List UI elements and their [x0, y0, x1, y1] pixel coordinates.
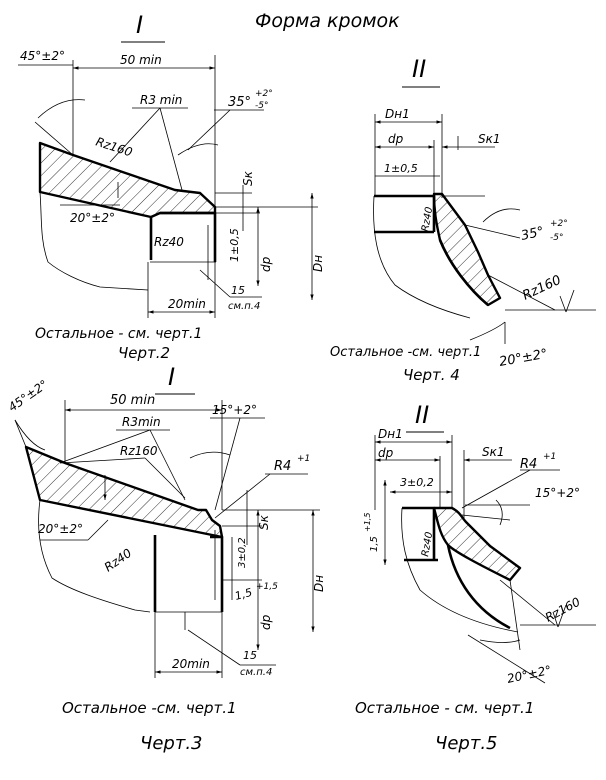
label-land-fig3: 3±0,2	[237, 537, 248, 568]
caption-fig5: Черт.5	[435, 733, 498, 754]
label-dh1-fig5: Dн1	[378, 427, 403, 441]
label-dp-fig2: dр	[259, 256, 273, 272]
label-land-fig2: 1±0,5	[228, 228, 241, 262]
label-r4-tol-fig5: +1	[543, 452, 556, 462]
label-angle-top-tol-dn-fig2: -5°	[255, 101, 268, 111]
section-mark-fig4: II	[412, 55, 426, 83]
label-roughness-land-fig4: Rz40	[420, 206, 435, 232]
label-step-fig3: 1,5	[233, 586, 253, 603]
label-dh1-fig4: Dн1	[385, 107, 410, 121]
label-radius-fig3: R3min	[122, 415, 161, 429]
label-dn-fig3: Dн	[312, 575, 326, 592]
figure-5: II Dн1 dр Sк1 3±0,2 R4 +1 15°+2° 1,5	[355, 401, 596, 754]
label-angle-tol-dn-fig4: -5°	[550, 233, 563, 243]
label-angle-low-fig3: 20°±2°	[38, 522, 83, 536]
label-dp-fig5: dр	[378, 446, 394, 460]
label-sk1-fig4: Sк1	[478, 132, 501, 146]
figure-2: I 45°±2° 50 min	[18, 11, 325, 362]
label-land-fig4: 1±0,5	[384, 162, 418, 175]
label-20min-fig2: 20min	[168, 297, 206, 311]
section-mark-fig5: II	[415, 401, 429, 429]
label-dp-fig4: dр	[388, 132, 404, 146]
label-dp-fig3: dр	[259, 614, 273, 630]
label-sk-fig3: Sк	[257, 514, 271, 530]
label-step-tol-fig3: +1,5	[256, 582, 278, 592]
label-roughness-fig5: Rz160	[543, 594, 583, 624]
weld-section-fig5	[432, 506, 522, 582]
label-roughness-fig4: Rz160	[520, 273, 563, 304]
label-roughness-land-fig5: Rz40	[420, 531, 435, 557]
label-ref-num-fig2: 15	[231, 284, 245, 297]
label-r4-tol-fig3: +1	[297, 454, 310, 464]
note-fig5: Остальное - см. черт.1	[355, 699, 534, 717]
label-roughness-land-fig3: Rz40	[102, 546, 135, 575]
label-ref-note-fig2: см.п.4	[228, 301, 260, 312]
caption-fig2: Черт.2	[118, 344, 170, 362]
label-angle-low-fig5: 20°±2°	[506, 663, 553, 686]
note-fig2: Остальное - см. черт.1	[35, 326, 202, 342]
figure-4: II Dн1 dр Sк1 1±0,5 Rz40 35° +2° -5° Rz1…	[330, 55, 596, 384]
section-mark-fig2: I	[136, 11, 143, 39]
note-fig4: Остальное -см. черт.1	[330, 345, 481, 360]
section-mark-fig3: I	[168, 363, 175, 391]
label-r4-fig5: R4	[520, 457, 537, 472]
figure-3: I 45°±2°	[6, 363, 326, 754]
label-step-fig5: 1,5	[369, 536, 380, 552]
label-r4-fig3: R4	[274, 459, 291, 474]
label-20min-fig3: 20min	[172, 657, 210, 671]
drawing-title: Форма кромок	[255, 10, 400, 32]
label-angle-top-tol-up-fig2: +2°	[255, 89, 273, 99]
label-ref-num-fig3: 15	[243, 649, 257, 662]
label-roughness-land-fig2: Rz40	[154, 235, 184, 249]
label-angle-top-fig2: 35°	[228, 95, 251, 110]
label-angle-top-fig3: 15°+2°	[212, 403, 257, 417]
label-angle-bevel-fig2: 45°±2°	[20, 49, 65, 63]
label-length-fig3: 50 min	[110, 393, 155, 408]
label-length-fig2: 50 min	[120, 53, 162, 67]
label-ref-note-fig3: см.п.4	[240, 667, 272, 678]
label-angle-tol-up-fig4: +2°	[550, 219, 568, 229]
label-angle-low-fig2: 20°±2°	[70, 211, 115, 225]
label-angle-fig4: 35°	[520, 224, 546, 243]
label-dn-fig2: Dн	[311, 255, 325, 272]
label-angle-bevel-fig3: 45°±2°	[6, 377, 51, 414]
weld-section-fig2	[38, 141, 217, 219]
caption-fig3: Черт.3	[140, 733, 203, 754]
label-land-fig5: 3±0,2	[400, 476, 434, 489]
note-fig3: Остальное -см. черт.1	[62, 699, 237, 717]
label-roughness-top-fig2: Rz160	[94, 135, 134, 160]
label-angle-fig5: 15°+2°	[535, 486, 580, 500]
caption-fig4: Черт. 4	[403, 366, 460, 384]
label-sk1-fig5: Sк1	[482, 445, 505, 459]
weld-section-fig3	[24, 445, 224, 539]
label-step-tol-fig5: +1,5	[363, 513, 372, 532]
label-sk-fig2: Sк	[241, 170, 255, 186]
label-roughness-top-fig3: Rz160	[120, 444, 158, 458]
label-angle-low-fig4: 20°±2°	[498, 347, 549, 370]
label-radius-fig2: R3 min	[140, 93, 182, 107]
